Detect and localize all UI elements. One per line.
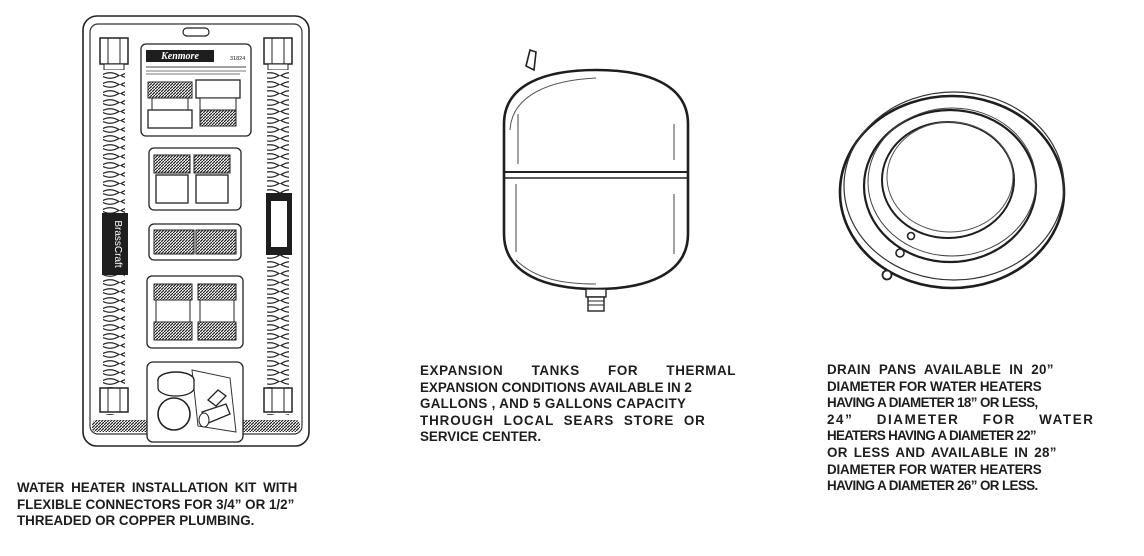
svg-text:BrassCraft: BrassCraft xyxy=(112,220,123,267)
caption-line: FLEXIBLE CONNECTORS FOR 3/4” OR 1/2” xyxy=(17,496,295,512)
caption-line: THREADED OR COPPER PLUMBING. xyxy=(17,513,255,529)
caption-line: GALLONS , AND 5 GALLONS CAPACITY xyxy=(420,396,687,412)
caption-line: WATER HEATER INSTALLATION KIT WITH xyxy=(17,480,298,495)
expansion-tank-caption: EXPANSION TANKS FOR THERMAL EXPANSION CO… xyxy=(420,363,772,446)
installation-kit-illustration: BrassCraft Kenmore 31824 xyxy=(80,8,312,448)
caption-line: THROUGH LOCAL SEARS STORE OR xyxy=(420,412,706,428)
caption-line: HEATERS HAVING A DIAMETER 22” xyxy=(827,428,1037,444)
drain-pan-illustration xyxy=(832,82,1072,297)
caption-line: EXPANSION TANKS FOR THERMAL xyxy=(420,363,737,378)
caption-line: OR LESS AND AVAILABLE IN 28” xyxy=(827,444,1057,460)
caption-line: HAVING A DIAMETER 18” OR LESS, xyxy=(827,395,1038,411)
installation-kit-caption: WATER HEATER INSTALLATION KIT WITH FLEXI… xyxy=(17,480,381,530)
left-hose: BrassCraft xyxy=(99,37,129,415)
caption-line: SERVICE CENTER. xyxy=(420,429,542,445)
right-hose xyxy=(263,37,293,415)
caption-line: DRAIN PANS AVAILABLE IN 20” xyxy=(827,362,1054,377)
caption-line: EXPANSION CONDITIONS AVAILABLE IN 2 xyxy=(420,379,692,395)
svg-text:31824: 31824 xyxy=(230,56,245,62)
caption-line: DIAMETER FOR WATER HEATERS xyxy=(827,378,1042,394)
caption-line: HAVING A DIAMETER 26” OR LESS. xyxy=(827,478,1038,494)
drain-pan-caption: DRAIN PANS AVAILABLE IN 20” DIAMETER FOR… xyxy=(827,362,1113,495)
svg-text:Kenmore: Kenmore xyxy=(160,51,199,62)
caption-line: 24” DIAMETER FOR WATER xyxy=(827,411,1095,427)
expansion-tank-illustration xyxy=(496,44,696,329)
caption-line: DIAMETER FOR WATER HEATERS xyxy=(827,461,1042,477)
